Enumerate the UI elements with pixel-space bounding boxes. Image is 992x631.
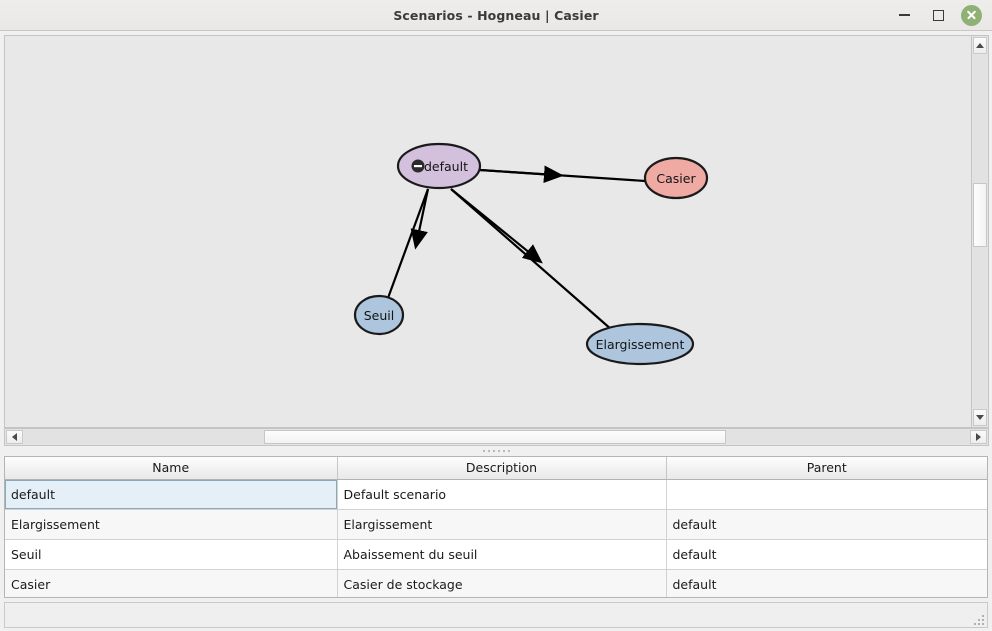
node-label: Elargissement: [596, 337, 685, 352]
table-row[interactable]: Casier Casier de stockage default: [5, 569, 987, 597]
resize-grip-icon[interactable]: [972, 613, 984, 625]
table-row[interactable]: default Default scenario: [5, 479, 987, 510]
cell-name[interactable]: Elargissement: [5, 509, 338, 540]
node-shape[interactable]: [585, 322, 695, 366]
cell-name[interactable]: Seuil: [5, 539, 338, 570]
scenario-graph[interactable]: default Casier Seuil Elargissement: [5, 36, 971, 424]
cell-description[interactable]: Abaissement du seuil: [337, 539, 667, 570]
scroll-up-button[interactable]: [973, 37, 987, 54]
node-shape[interactable]: [643, 156, 709, 200]
cell-description[interactable]: Elargissement: [337, 509, 667, 540]
vertical-scroll-track[interactable]: [973, 55, 987, 408]
graph-canvas-container[interactable]: default Casier Seuil Elargissement: [4, 35, 971, 428]
cell-parent[interactable]: default: [666, 539, 987, 570]
table-row[interactable]: Seuil Abaissement du seuil default: [5, 539, 987, 570]
node-shape[interactable]: [396, 142, 482, 190]
table-row[interactable]: Elargissement Elargissement default: [5, 509, 987, 540]
chevron-down-icon: [976, 415, 984, 420]
title-bar: Scenarios - Hogneau | Casier: [0, 0, 992, 31]
chevron-up-icon: [976, 43, 984, 48]
scroll-left-button[interactable]: [6, 430, 23, 444]
graph-horizontal-scrollbar[interactable]: [4, 428, 989, 446]
horizontal-scroll-thumb[interactable]: [264, 430, 726, 444]
window-controls: [893, 4, 986, 26]
minimize-button[interactable]: [893, 4, 915, 26]
edge-default-elargissement: [450, 188, 613, 331]
cell-description[interactable]: Casier de stockage: [337, 569, 667, 597]
graph-node-casier[interactable]: Casier: [643, 156, 709, 200]
table-header: Name Description Parent: [5, 457, 987, 480]
graph-node-default[interactable]: default: [396, 142, 482, 190]
graph-panel: default Casier Seuil Elargissement: [0, 31, 992, 428]
window-title: Scenarios - Hogneau | Casier: [393, 7, 599, 23]
cell-parent[interactable]: default: [666, 569, 987, 597]
graph-edges: [386, 165, 646, 331]
pane-splitter[interactable]: [0, 446, 992, 456]
column-header-name[interactable]: Name: [5, 457, 338, 480]
cell-parent[interactable]: [666, 479, 987, 510]
cell-description[interactable]: Default scenario: [337, 479, 667, 510]
chevron-right-icon: [976, 433, 981, 441]
scroll-down-button[interactable]: [973, 409, 987, 426]
node-label: default: [424, 159, 468, 174]
table-body: default Default scenario Elargissement E…: [5, 479, 987, 597]
minimize-icon: [898, 14, 910, 16]
edge-default-seuil: [386, 188, 430, 299]
horizontal-scroll-track[interactable]: [24, 430, 969, 444]
scroll-right-button[interactable]: [970, 430, 987, 444]
scenarios-table[interactable]: Name Description Parent default Default …: [5, 457, 987, 597]
edge-default-casier: [479, 168, 646, 183]
chevron-left-icon: [12, 433, 17, 441]
graph-node-elargissement[interactable]: Elargissement: [585, 322, 695, 366]
graph-canvas[interactable]: default Casier Seuil Elargissement: [5, 36, 971, 427]
minus-circle-icon[interactable]: [411, 159, 425, 173]
node-label: Seuil: [364, 308, 395, 323]
node-shape[interactable]: [353, 294, 405, 336]
graph-vertical-scrollbar[interactable]: [971, 35, 989, 428]
maximize-button[interactable]: [927, 4, 949, 26]
column-header-description[interactable]: Description: [337, 457, 667, 480]
edge-default-seuil-arrow: [410, 188, 430, 250]
vertical-scroll-thumb[interactable]: [973, 183, 987, 247]
maximize-icon: [932, 9, 944, 21]
column-header-parent[interactable]: Parent: [666, 457, 987, 480]
node-label: Casier: [656, 171, 696, 186]
status-bar: [4, 602, 988, 628]
splitter-grip-icon: [482, 450, 510, 452]
close-button[interactable]: [961, 4, 982, 26]
scenarios-table-container[interactable]: Name Description Parent default Default …: [4, 456, 988, 598]
table-header-row: Name Description Parent: [5, 457, 987, 480]
graph-node-seuil[interactable]: Seuil: [353, 294, 405, 336]
cell-parent[interactable]: default: [666, 509, 987, 540]
cell-name[interactable]: Casier: [5, 569, 338, 597]
cell-name[interactable]: default: [5, 479, 338, 510]
